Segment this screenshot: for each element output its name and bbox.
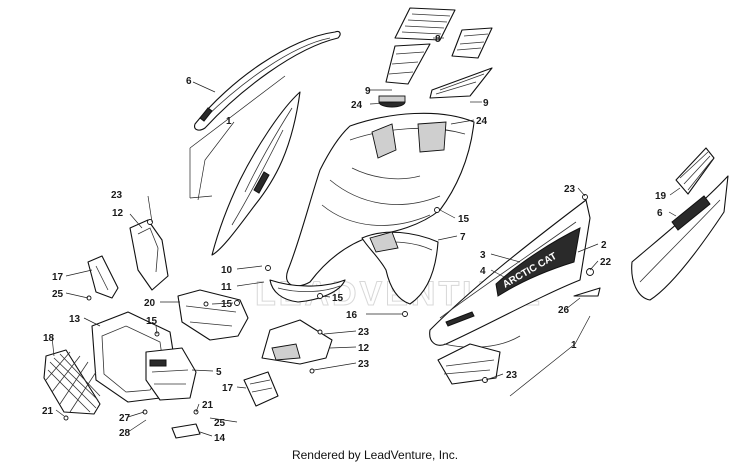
callout-16: 16	[346, 310, 358, 321]
callout-15: 15	[458, 214, 470, 225]
callout-9: 9	[365, 86, 371, 97]
inner-console-part	[177, 289, 249, 341]
callout-14: 14	[214, 433, 226, 444]
callout-numbers: 8 6 9 9 24 24 1 23 12 17 25 10 11 20 15 …	[42, 34, 667, 444]
vent-grommet-24-a	[378, 95, 406, 108]
callout-28: 28	[119, 428, 131, 439]
callout-11: 11	[221, 282, 232, 293]
callout-19: 19	[655, 191, 667, 202]
callout-12: 12	[358, 343, 370, 354]
right-side-panel-part: ARCTIC CAT	[429, 199, 591, 348]
callout-6: 6	[657, 208, 663, 219]
callout-21: 21	[42, 406, 54, 417]
callout-23: 23	[564, 184, 576, 195]
callout-15: 15	[146, 316, 158, 327]
callout-8: 8	[435, 34, 441, 45]
callout-23: 23	[358, 359, 370, 370]
callout-10: 10	[221, 265, 233, 276]
callout-4: 4	[480, 266, 486, 277]
callout-3: 3	[480, 250, 486, 261]
render-credit: Rendered by LeadVenture, Inc.	[291, 448, 459, 462]
vent-cover-part-17	[243, 371, 279, 407]
headlight-bezel-part-5	[145, 347, 197, 401]
lower-nose-panel-part	[361, 231, 439, 305]
callout-25: 25	[52, 289, 64, 300]
callout-12: 12	[112, 208, 124, 219]
callout-5: 5	[216, 367, 222, 378]
mesh-insert-part-19	[675, 147, 715, 195]
callout-20: 20	[144, 298, 156, 309]
callout-22: 22	[600, 257, 612, 268]
callout-23: 23	[358, 327, 370, 338]
callout-25: 25	[214, 418, 226, 429]
far-right-panel-part	[631, 175, 729, 301]
callout-23: 23	[111, 190, 123, 201]
leader-lines	[51, 37, 681, 437]
callout-6: 6	[186, 76, 192, 87]
callout-1: 1	[571, 340, 577, 351]
callout-23: 23	[506, 370, 518, 381]
vent-louver-upper	[385, 7, 456, 85]
callout-1: 1	[226, 116, 232, 127]
callout-27: 27	[119, 413, 131, 424]
callout-18: 18	[43, 333, 55, 344]
callout-2: 2	[601, 240, 607, 251]
callout-17: 17	[52, 272, 64, 283]
side-gusset-part-17	[87, 255, 119, 299]
callout-26: 26	[558, 305, 570, 316]
right-inner-brace-part	[261, 319, 333, 365]
reflector-part-14	[171, 423, 201, 439]
left-bracket-part	[129, 219, 169, 291]
callout-24: 24	[476, 116, 488, 127]
lower-front-trim-part	[269, 279, 346, 303]
callout-9: 9	[483, 98, 489, 109]
vent-louver-right	[429, 27, 493, 99]
callout-21: 21	[202, 400, 214, 411]
grille-mesh-part-18	[43, 349, 101, 415]
mount-bracket-part-26	[573, 287, 601, 297]
callout-17: 17	[222, 383, 234, 394]
callout-24: 24	[351, 100, 363, 111]
callout-15: 15	[221, 299, 233, 310]
callout-15: 15	[332, 293, 344, 304]
windshield-trim-part	[194, 30, 341, 131]
left-side-panel-part	[211, 91, 301, 256]
callout-7: 7	[460, 232, 466, 243]
lower-liner-part	[437, 343, 501, 385]
callout-13: 13	[69, 314, 81, 325]
hardware-fasteners	[63, 194, 594, 421]
main-hood-part	[286, 112, 475, 287]
